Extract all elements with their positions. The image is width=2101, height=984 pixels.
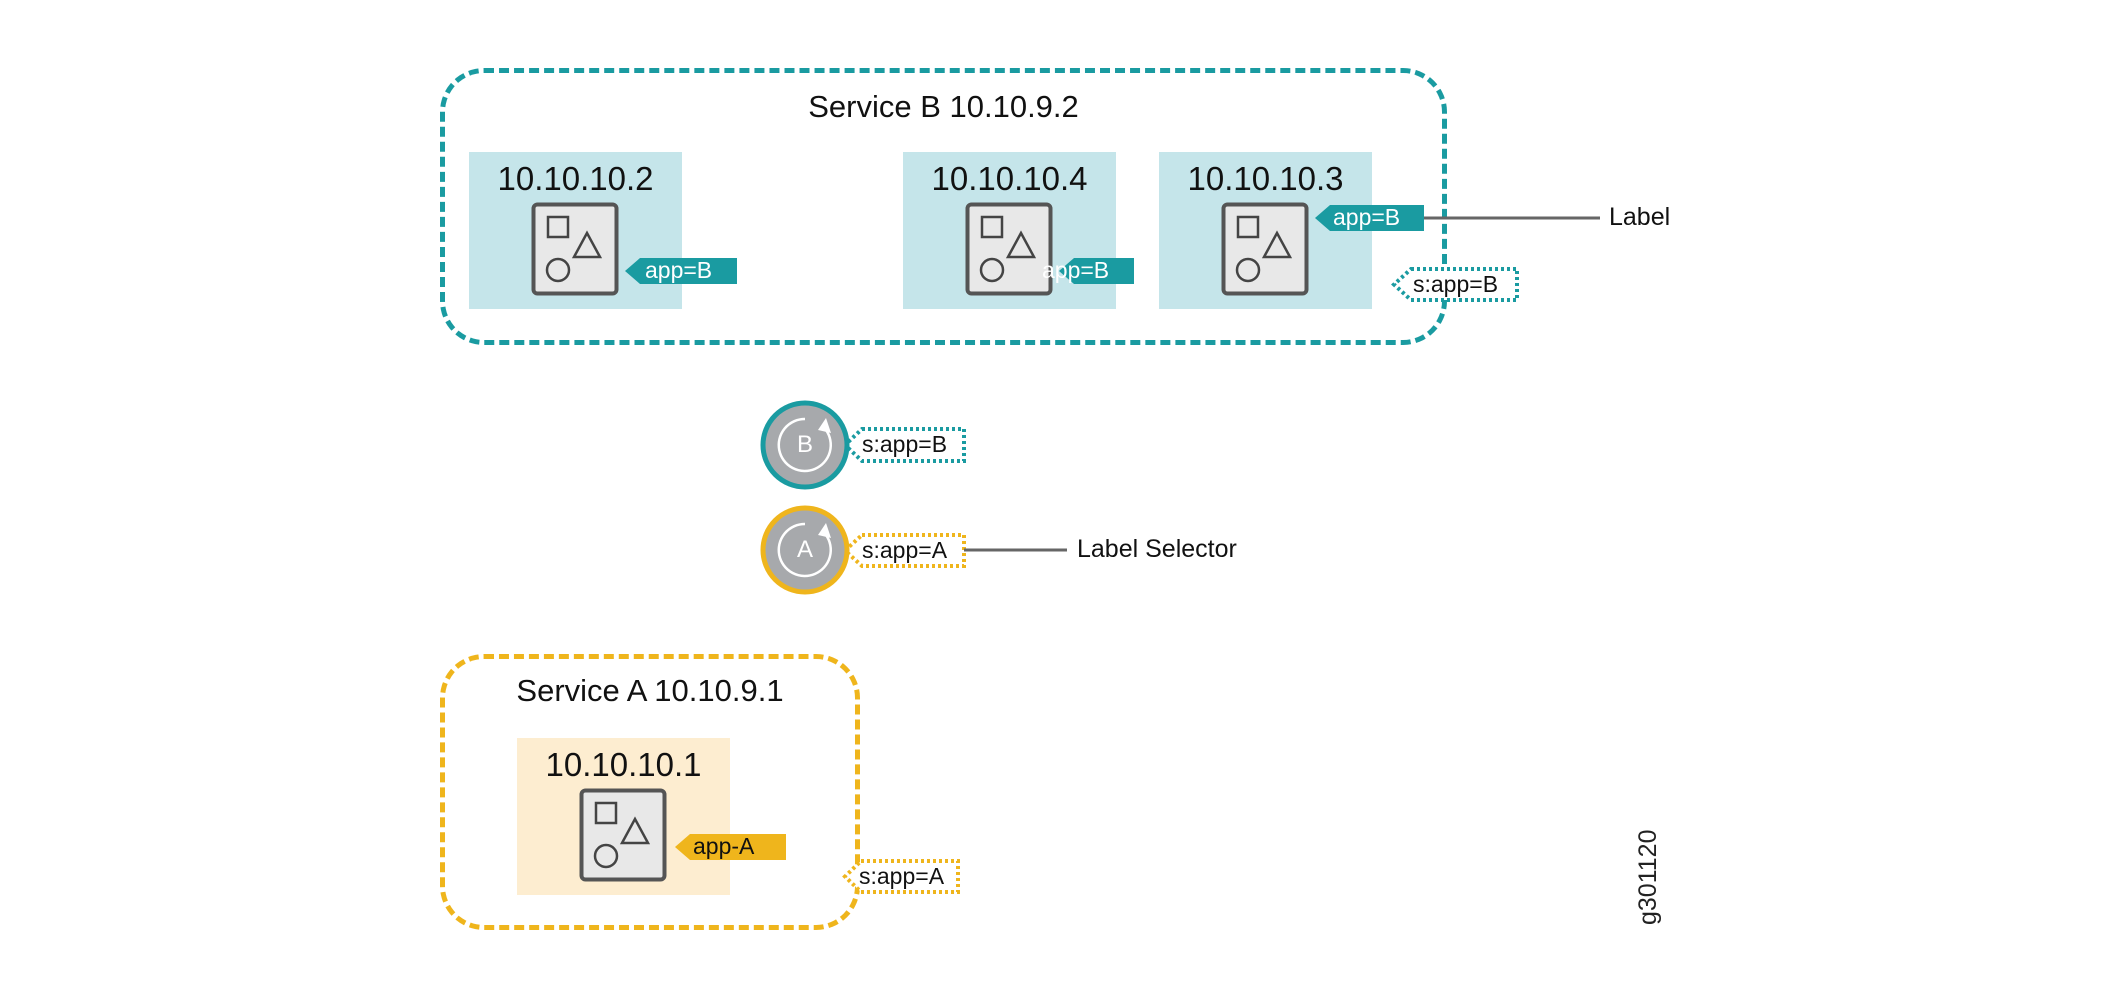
controller-a	[760, 505, 850, 595]
label-text: app=B	[645, 257, 713, 283]
pod-ip: 10.10.10.4	[931, 160, 1088, 197]
controller-b-letter: B	[797, 431, 814, 458]
container-icon	[579, 788, 667, 882]
label-selector-callout: Label Selector	[1077, 535, 1237, 563]
label-tag-pod-a	[675, 834, 786, 860]
selector-tag-controller-b	[842, 427, 966, 463]
pod-ip: 10.10.10.3	[1187, 160, 1344, 197]
controller-b	[760, 400, 850, 490]
service-b-title: Service B 10.10.9.2	[808, 89, 1079, 124]
selector-text: s:app=A	[859, 863, 945, 889]
label-callout: Label	[1609, 203, 1671, 231]
label-text: app=B	[1042, 257, 1110, 283]
pod-b-2: 10.10.10.4	[903, 152, 1116, 309]
selector-tag-service-a	[842, 859, 960, 894]
container-icon	[965, 202, 1053, 296]
service-a-boundary: Service A 10.10.9.1	[440, 654, 860, 930]
container-icon	[531, 202, 619, 296]
selector-tag-service-b	[1391, 267, 1519, 302]
pod-ip: 10.10.10.2	[497, 160, 654, 197]
selector-text: s:app=B	[862, 431, 948, 457]
pod-b-1: 10.10.10.2	[469, 152, 682, 309]
controller-a-letter: A	[797, 536, 814, 563]
pod-a-1: 10.10.10.1	[517, 738, 730, 895]
figure-id: g301120	[1634, 829, 1662, 925]
selector-text: s:app=A	[862, 537, 948, 563]
pod-ip: 10.10.10.1	[545, 746, 702, 783]
selector-text: s:app=B	[1413, 271, 1499, 297]
label-tag-pod-b-1	[625, 258, 737, 284]
service-a-title: Service A 10.10.9.1	[516, 673, 784, 708]
label-tag-pod-b-3	[1315, 205, 1424, 231]
label-text: app=B	[1333, 204, 1401, 230]
container-icon	[1221, 202, 1309, 296]
service-b-boundary: Service B 10.10.9.2	[440, 68, 1447, 345]
label-tag-pod-b-2	[1059, 258, 1134, 284]
selector-tag-controller-a	[842, 533, 966, 568]
label-text: app-A	[693, 833, 755, 859]
